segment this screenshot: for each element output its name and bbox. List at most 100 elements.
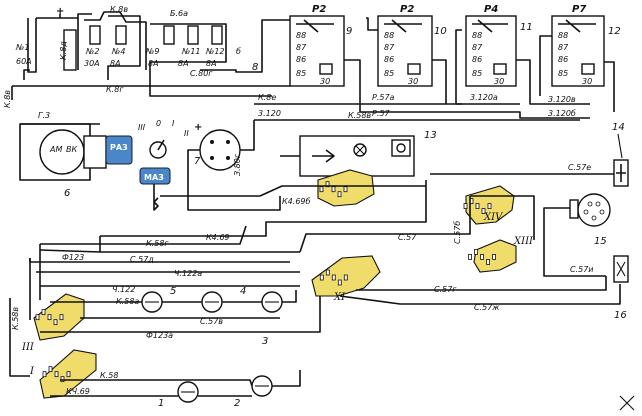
relay-9-num: 9 [346, 26, 352, 37]
svg-text:86: 86 [296, 55, 306, 64]
svg-text:III: III [138, 123, 146, 132]
switch-plus: + [194, 122, 202, 133]
wire-kch69: КЧ.69 [66, 387, 90, 396]
svg-text:30: 30 [408, 77, 418, 86]
component-5: 5 [170, 286, 176, 297]
fuse-2-rating: 30A [84, 59, 100, 68]
unit-13: 13 [280, 130, 437, 177]
wire-k8g: К.8г [106, 85, 124, 94]
svg-text:85: 85 [384, 69, 394, 78]
connector-pin [474, 249, 478, 255]
lamp-4: 4 [201, 286, 246, 313]
generator-vk: ВК [66, 145, 77, 154]
connector-pin [481, 208, 486, 214]
relay-12: P7 12 88 87 86 85 30 [551, 4, 621, 87]
fuse-12-rating: 8A [206, 59, 217, 68]
wire-f123a: Ф123а [146, 331, 173, 340]
svg-text:II: II [184, 129, 189, 138]
connector-xiii-label: XIII [513, 236, 534, 247]
component-4: 4 [240, 286, 246, 297]
relay-10-label: P2 [400, 4, 414, 15]
fuse-11-rating: 8A [178, 59, 189, 68]
wire-g3: Г.3 [38, 111, 50, 120]
svg-text:85: 85 [472, 69, 482, 78]
connector-pin [48, 366, 53, 373]
component-8: 8 [252, 62, 258, 73]
wire-k58g: К.58г [146, 239, 169, 248]
connector-pin [319, 274, 324, 281]
connectors [33, 169, 517, 399]
connector-pin [59, 314, 64, 321]
fuse-1-body [63, 29, 77, 71]
svg-text:88: 88 [296, 31, 306, 40]
svg-text:88: 88 [384, 31, 394, 40]
wire-s57v: С.57в [200, 317, 223, 326]
svg-text:88: 88 [472, 31, 482, 40]
component-1: 1 [158, 398, 164, 409]
relay-11-label: P4 [484, 4, 498, 15]
wire-ch122a: Ч.122а [174, 269, 202, 278]
svg-text:87: 87 [296, 43, 307, 52]
component-14-lamp: 14 [612, 122, 629, 187]
wire-k8d: К.8д [59, 41, 68, 60]
wire-r57a: Р.57а [372, 93, 395, 102]
wire-b6a: Б.6а [170, 9, 188, 18]
fuse-11-num: №11 [181, 47, 201, 56]
wire-s57i: С.57и [570, 265, 594, 274]
connector-pin [66, 371, 71, 378]
wire-s57d: С.57д [130, 255, 154, 264]
svg-text:87: 87 [384, 43, 395, 52]
connector-iii-block [33, 293, 85, 341]
wire-k58v: К.58в [348, 111, 371, 120]
fuse-12-num: №12 [205, 47, 225, 56]
connector-pin [463, 203, 468, 209]
wire-s57: С.57 [398, 233, 417, 242]
fuse-plus-sign: + [56, 6, 64, 17]
wire-z120a: 3.120а [470, 93, 498, 102]
svg-text:86: 86 [384, 55, 394, 64]
wire-ch122: Ч.122 [112, 285, 135, 294]
fuse-block: + №2 №4 №9 №11 №12 №1 60A 30A 8A 8A 8A 8… [15, 5, 290, 94]
component-3: 3 [262, 336, 268, 347]
component-15-socket: 15 [543, 193, 611, 277]
connector-pin [343, 274, 348, 281]
key-blue-head [139, 167, 171, 185]
wire-z120b: 3.120б [548, 109, 576, 118]
svg-text:30: 30 [494, 77, 504, 86]
wire-s57zh: С.57ж [474, 303, 500, 312]
svg-text:87: 87 [558, 43, 569, 52]
wire-z120v: 3.120в [548, 95, 576, 104]
connector-pin [41, 309, 46, 316]
connector-pin [47, 314, 52, 321]
connector-pin [42, 371, 47, 378]
component-13: 13 [424, 130, 437, 141]
fuse-9-rating: 8A [148, 59, 159, 68]
lock-blue-plate [105, 135, 133, 165]
relay-10-num: 10 [434, 26, 447, 37]
component-16-lamp: 16 [613, 255, 629, 321]
key-label: МАЗ [144, 173, 164, 182]
connector-pin [343, 186, 348, 193]
wire-s57e: С.57е [568, 163, 591, 172]
generator-6: АМ ВК 6 Г.3 [19, 111, 107, 199]
component-16: 16 [614, 310, 627, 321]
lock-label: РАЗ [110, 143, 128, 152]
wire-s80g: С.80г [190, 69, 213, 78]
lamp-3: 3 [261, 291, 283, 347]
svg-text:I: I [172, 119, 175, 128]
connector-pin [480, 254, 484, 260]
wire-s57g: С.57г [434, 285, 457, 294]
fuse-1-rating: 60A [16, 57, 32, 66]
svg-text:85: 85 [558, 69, 568, 78]
lamp-5: 5 [141, 286, 176, 313]
generator-am: АМ [49, 145, 62, 154]
relay-11-num: 11 [520, 22, 533, 33]
fuse-4-rating: 8A [110, 59, 121, 68]
component-7: 7 [194, 156, 201, 167]
svg-text:30: 30 [582, 77, 592, 86]
svg-text:86: 86 [558, 55, 568, 64]
relay-12-num: 12 [608, 26, 621, 37]
lamp-2: 2 [234, 375, 273, 409]
connector-pin [60, 376, 65, 383]
